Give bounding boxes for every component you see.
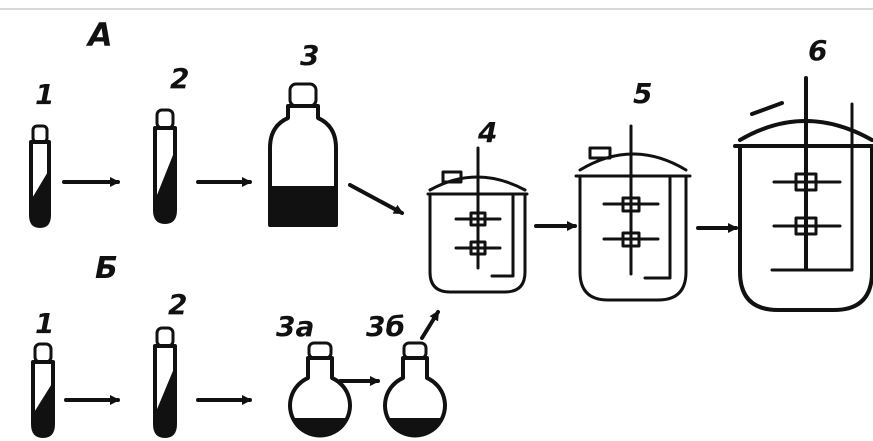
arrow-a3-a4 — [348, 183, 404, 215]
test-tube-b1-icon — [31, 342, 55, 438]
row-a-label: А — [85, 16, 113, 54]
test-tube-b2-icon — [153, 326, 177, 438]
test-tube-a1-icon — [29, 124, 51, 228]
bottle-a3-icon — [268, 82, 338, 227]
arrow-b3b-a4 — [420, 310, 440, 340]
test-tube-a2-icon — [153, 108, 177, 224]
label-b3b: 3б — [366, 310, 405, 343]
label-a5: 5 — [633, 77, 652, 110]
label-a1: 1 — [35, 78, 54, 111]
label-b2: 2 — [168, 288, 187, 321]
label-a6: 6 — [808, 34, 827, 67]
label-a2: 2 — [170, 62, 189, 95]
fermenter-a6-icon — [733, 76, 873, 312]
row-b-label: Б — [95, 251, 118, 286]
flask-b3b-icon — [383, 341, 447, 438]
fermenter-a4-icon — [426, 146, 529, 294]
label-b1: 1 — [35, 307, 54, 340]
fermenter-a5-icon — [574, 124, 692, 302]
label-a3: 3 — [300, 39, 319, 72]
top-rule — [0, 8, 873, 10]
label-b3a: 3а — [276, 310, 314, 343]
label-a4: 4 — [477, 116, 497, 149]
flask-b3a-icon — [288, 341, 352, 438]
